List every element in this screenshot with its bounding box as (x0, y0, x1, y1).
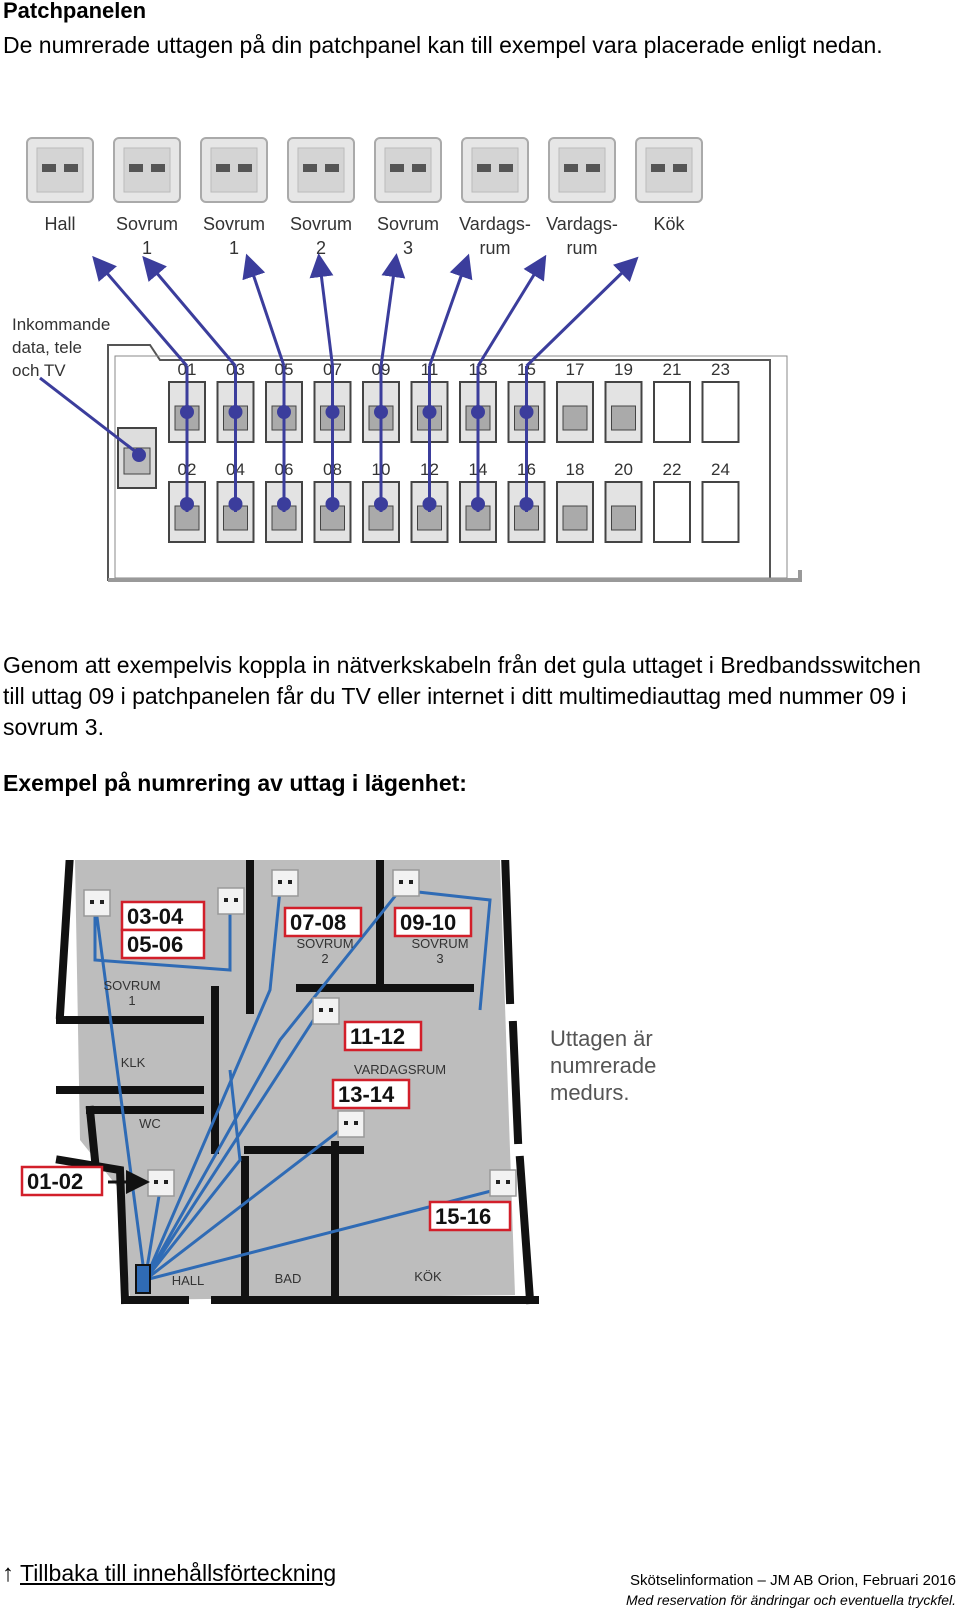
wall-outlet-3: Sovrum 1 (200, 137, 268, 258)
outlet-sublabel: rum (567, 238, 598, 258)
port-number: 24 (711, 460, 730, 479)
outlet-number-label: 03-04 (127, 904, 184, 929)
wall-outlet-8: Kök (635, 137, 703, 234)
outlet-label: Sovrum (290, 214, 352, 234)
plan-note-3: medurs. (550, 1080, 629, 1105)
cable-connector (519, 497, 534, 511)
plan-note-2: numrerade (550, 1053, 656, 1078)
port-number: 22 (663, 460, 682, 479)
cable-connector (325, 405, 340, 419)
outlet-sublabel: 2 (316, 238, 326, 258)
cable-connector (180, 497, 194, 511)
cable-connector (180, 405, 194, 419)
incoming-label-1: Inkommande (12, 315, 110, 334)
room-sovrum2: SOVRUM (296, 936, 353, 951)
room-sovrum1: SOVRUM (103, 978, 160, 993)
plan-outlet-7 (147, 1169, 175, 1197)
patch-port (701, 481, 740, 543)
room-kok: KÖK (414, 1269, 442, 1284)
plan-outlet-2 (217, 887, 245, 915)
outlet-label: Hall (44, 214, 75, 234)
patch-panel-figure: Hall Sovrum 1 Sovrum 1 Sovrum 2 Sovrum 3 Vardags-… (12, 137, 802, 582)
port-number: 23 (711, 360, 730, 379)
example-heading: Exempel på numrering av uttag i lägenhet… (3, 770, 467, 796)
port-number: 19 (614, 360, 633, 379)
outlet-sublabel: 1 (142, 238, 152, 258)
cable-connector (471, 405, 485, 419)
port-number: 20 (614, 460, 633, 479)
port-number: 18 (566, 460, 585, 479)
outlet-label: Sovrum (203, 214, 265, 234)
plan-note-1: Uttagen är (550, 1026, 653, 1051)
plan-outlet-8 (489, 1169, 517, 1197)
room-hall: HALL (172, 1273, 205, 1288)
room-sovrum3: SOVRUM (411, 936, 468, 951)
room-sovrum1-num: 1 (128, 993, 135, 1008)
outlet-number-label: 15-16 (435, 1204, 491, 1229)
outlet-sublabel: 1 (229, 238, 239, 258)
outlet-sublabel: 3 (403, 238, 413, 258)
outlet-number-label: 01-02 (27, 1169, 83, 1194)
outlet-label: Vardags- (546, 214, 618, 234)
outlet-label: Vardags- (459, 214, 531, 234)
cable-connector (228, 405, 243, 419)
wall-outlet-6: Vardags-rum (459, 137, 531, 258)
port-number: 17 (566, 360, 585, 379)
outlet-number-label: 07-08 (290, 910, 346, 935)
outlet-label: Sovrum (377, 214, 439, 234)
explanation-paragraph: Genom att exempelvis koppla in nätverksk… (3, 652, 921, 740)
cable-connector (519, 405, 534, 419)
cable-connector (325, 497, 340, 511)
patch-port (653, 481, 691, 543)
room-sovrum2-num: 2 (321, 951, 328, 966)
wall-outlet-4: Sovrum 2 (287, 137, 355, 258)
cable-connector (277, 497, 291, 511)
port-number: 21 (663, 360, 682, 379)
outlet-number-label: 05-06 (127, 932, 183, 957)
wall-outlet-2: Sovrum 1 (113, 137, 181, 258)
cable-connector (422, 497, 437, 511)
wall-outlet-1: Hall (26, 137, 94, 234)
outlet-number-label: 13-14 (338, 1082, 395, 1107)
plan-outlet-4 (392, 869, 420, 897)
outlet-label: Sovrum (116, 214, 178, 234)
room-klk: KLK (121, 1055, 146, 1070)
cable-connector (422, 405, 437, 419)
room-sovrum3-num: 3 (436, 951, 443, 966)
plan-outlet-1 (83, 889, 111, 917)
plan-outlet-6 (337, 1110, 365, 1138)
outlet-number-label: 11-12 (350, 1024, 405, 1049)
footer-disclaimer: Med reservation för ändringar och eventu… (626, 1592, 956, 1608)
patch-port (653, 381, 691, 443)
back-to-toc-link[interactable]: ↑ Tillbaka till innehållsförteckning (2, 1560, 336, 1587)
page-title: Patchpanelen (3, 0, 147, 23)
wall-outlet-7: Vardags-rum (546, 137, 618, 258)
intro-text: De numrerade uttagen på din patchpanel k… (3, 32, 883, 58)
outlet-label: Kök (653, 214, 685, 234)
incoming-label-2: data, tele (12, 338, 82, 357)
back-to-toc-label[interactable]: Tillbaka till innehållsförteckning (20, 1560, 337, 1586)
cable-connector (277, 405, 291, 419)
plan-outlet-3 (271, 869, 299, 897)
wall-outlet-5: Sovrum 3 (374, 137, 442, 258)
cable-connector (374, 497, 388, 511)
plan-outlet-5 (312, 997, 340, 1025)
hall-distribution-icon (135, 1264, 151, 1294)
cable-connector (228, 497, 243, 511)
room-vardagsrum: VARDAGSRUM (354, 1062, 446, 1077)
incoming-label-3: och TV (12, 361, 66, 380)
outlet-number-label: 09-10 (400, 910, 456, 935)
room-wc: WC (139, 1116, 161, 1131)
cable-connector (471, 497, 485, 511)
outlet-sublabel: rum (480, 238, 511, 258)
room-bad: BAD (275, 1271, 302, 1286)
cable-connector (374, 405, 388, 419)
footer-info: Skötselinformation – JM AB Orion, Februa… (630, 1572, 956, 1589)
patch-port (701, 381, 740, 443)
floor-plan-figure: SOVRUM 1 SOVRUM 2 SOVRUM 3 KLK WC VARDAG… (20, 860, 656, 1305)
up-arrow-icon: ↑ (2, 1559, 14, 1587)
